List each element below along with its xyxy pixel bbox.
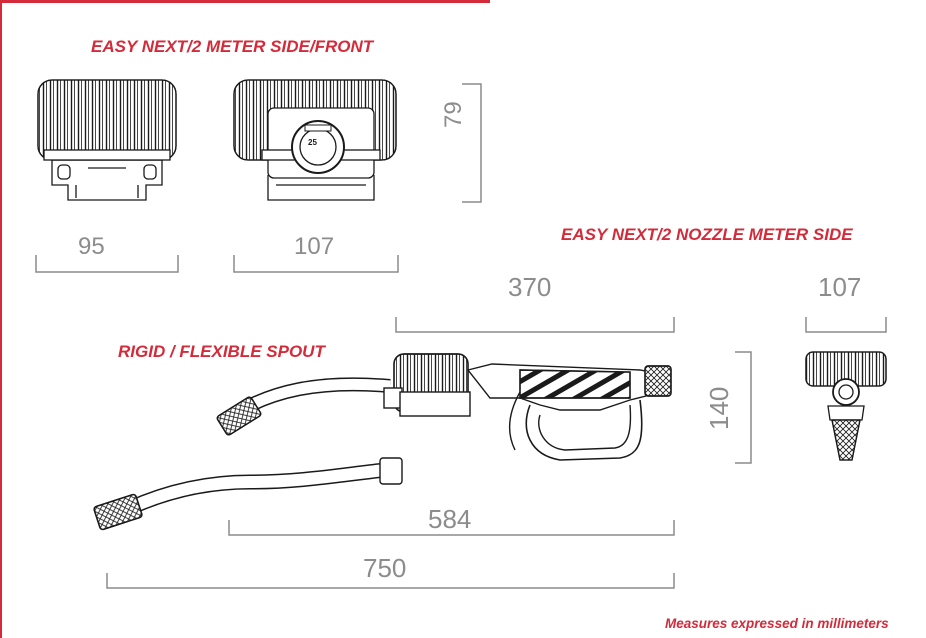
frame-top-border <box>0 0 490 3</box>
title-spout: RIGID / FLEXIBLE SPOUT <box>118 342 325 361</box>
title-meter-side-front: EASY NEXT/2 METER SIDE/FRONT <box>91 37 374 56</box>
meter-side-view <box>37 79 177 201</box>
dimension-meter-side-width: 95 <box>78 233 105 260</box>
dimension-meter-front-width: 107 <box>294 233 335 260</box>
frame-left-border <box>0 0 2 638</box>
dimension-nozzle-length: 370 <box>508 272 552 302</box>
dimension-rigid-spout-length: 584 <box>428 504 472 534</box>
dimension-nozzle-front-width: 107 <box>818 272 862 302</box>
dimension-nozzle-height: 140 <box>704 386 734 430</box>
flexible-spout <box>93 457 403 531</box>
meter-front-view <box>233 79 397 201</box>
footnote-units: Measures expressed in millimeters <box>665 616 889 631</box>
meter-display-readout: 25 <box>308 138 317 147</box>
dimension-brackets <box>35 83 887 589</box>
dimension-meter-height: 79 <box>440 101 467 128</box>
nozzle-side-view <box>216 353 672 461</box>
nozzle-front-view <box>805 351 887 461</box>
title-nozzle-meter-side: EASY NEXT/2 NOZZLE METER SIDE <box>561 225 853 244</box>
dimension-flexible-spout-length: 750 <box>363 553 407 583</box>
